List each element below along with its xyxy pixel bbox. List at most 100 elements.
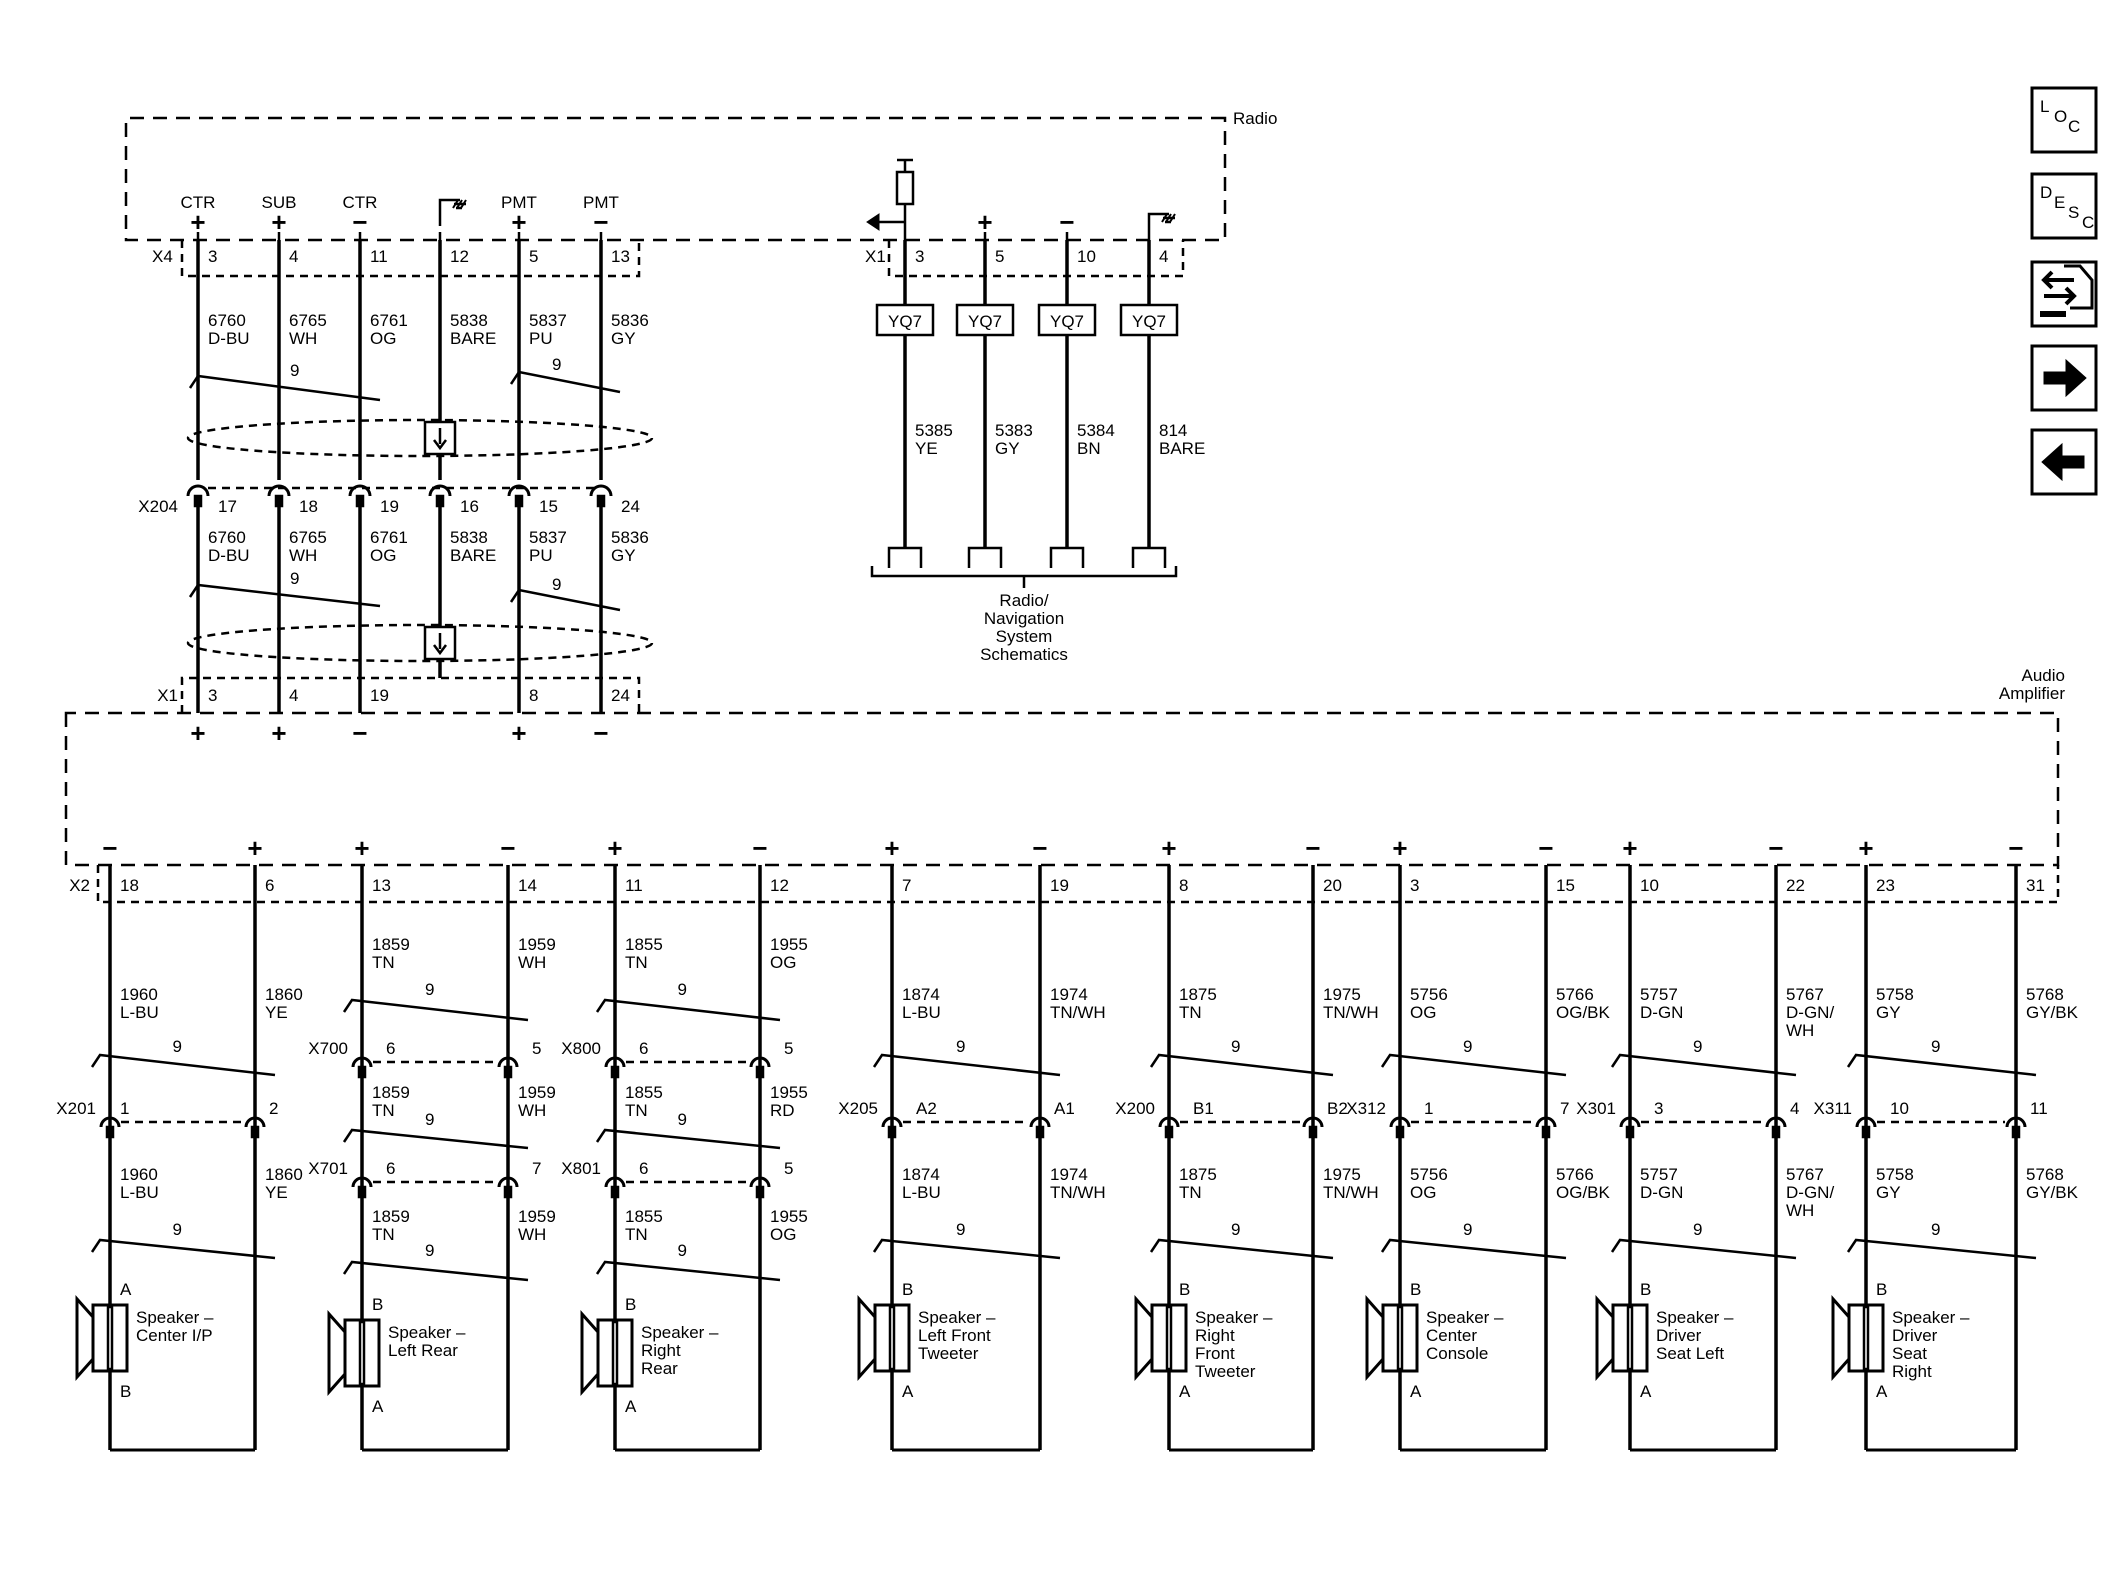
connector-pin-symbol: [1619, 1116, 1641, 1128]
twist-count: 9: [290, 361, 299, 380]
circuit-number: 1960: [120, 985, 158, 1004]
connector-pin-symbol: [348, 484, 372, 497]
connector-name: X312: [1346, 1099, 1386, 1118]
minus-sign: −: [352, 207, 367, 237]
twist-count: 9: [1931, 1220, 1940, 1239]
wire-color: WH: [289, 329, 317, 348]
connector-pin-number: 19: [370, 686, 389, 705]
connector-pin-number: 24: [621, 497, 640, 516]
wire-color: GY: [611, 546, 636, 565]
twisted-pair-symbol: 9: [595, 1110, 781, 1150]
speaker-name: Driver: [1892, 1326, 1938, 1345]
connector-name: X204: [138, 497, 178, 516]
connector-pin-number: 6: [639, 1039, 648, 1058]
twist-count: 9: [1693, 1220, 1702, 1239]
wire-color: D-GN/: [1786, 1003, 1834, 1022]
wire-color: TN: [372, 953, 395, 972]
twist-count: 9: [956, 1037, 965, 1056]
option-code: YQ7: [968, 312, 1002, 331]
circuit-number: 1955: [770, 1083, 808, 1102]
amplifier-label: Amplifier: [1999, 684, 2065, 703]
speaker-name: Front: [1195, 1344, 1235, 1363]
speaker-name: Seat: [1892, 1344, 1927, 1363]
connector-pin-number: 17: [218, 497, 237, 516]
connector-pin-number: 4: [289, 686, 298, 705]
connector-pin-number: 5: [532, 1039, 541, 1058]
connector-pin-number: 6: [386, 1159, 395, 1178]
icon-letter: L: [2040, 97, 2049, 116]
arrow-icon: [866, 213, 880, 231]
wire-color: TN/WH: [1323, 1183, 1379, 1202]
circuit-number: 5836: [611, 528, 649, 547]
circuit-number: 5757: [1640, 985, 1678, 1004]
connector-pin-symbol: [497, 1176, 519, 1188]
twisted-pair-symbol: 9: [188, 361, 381, 402]
icon-letter: C: [2082, 213, 2094, 232]
speaker-icon: [1831, 1295, 1885, 1381]
option-code: YQ7: [1050, 312, 1084, 331]
connector-pin-symbol: [749, 1176, 771, 1188]
circuit-number: 5768: [2026, 1165, 2064, 1184]
ground-icon: [438, 198, 466, 226]
circuit-number: 1855: [625, 935, 663, 954]
wire-color: TN/WH: [1323, 1003, 1379, 1022]
arrow-right-icon: [2043, 358, 2087, 398]
speaker-name: Speaker –: [1656, 1308, 1734, 1327]
reference-label: Schematics: [980, 645, 1068, 664]
minus-sign: −: [1032, 833, 1047, 863]
previous-page-button[interactable]: [2030, 428, 2098, 496]
connector-pin-symbol: [589, 484, 613, 497]
icon-letter: C: [2068, 117, 2080, 136]
wire-color: TN: [1179, 1183, 1202, 1202]
circuit-number: 1860: [265, 1165, 303, 1184]
wire-color: YE: [265, 1003, 288, 1022]
pin-function-label: CTR: [181, 193, 216, 212]
connector-pin-number: 5: [784, 1039, 793, 1058]
wire-color: OG: [770, 1225, 796, 1244]
connector-pin-number: B1: [1193, 1099, 1214, 1118]
minus-sign: −: [593, 718, 608, 748]
wire-color: OG: [1410, 1003, 1436, 1022]
icon-letter: D: [2040, 183, 2052, 202]
plus-sign: +: [271, 718, 286, 748]
twisted-pair-symbol: 9: [595, 1241, 781, 1282]
next-page-button[interactable]: [2030, 344, 2098, 412]
wire-color: TN: [625, 953, 648, 972]
wire-color-cont: WH: [1786, 1021, 1814, 1040]
wire-color: OG: [370, 329, 396, 348]
speaker-terminal: B: [902, 1280, 913, 1299]
connector-pin-number: 8: [529, 686, 538, 705]
wire-color: WH: [518, 953, 546, 972]
circuit-number: 5758: [1876, 985, 1914, 1004]
wire-color: RD: [770, 1101, 795, 1120]
connector-pin-number: 5: [529, 247, 538, 266]
circuit-number: 5758: [1876, 1165, 1914, 1184]
twisted-pair-symbol: 9: [90, 1037, 276, 1077]
circuit-number: 1959: [518, 935, 556, 954]
connector-name: X205: [838, 1099, 878, 1118]
wire-color: WH: [518, 1225, 546, 1244]
loc-button[interactable]: LOC: [2030, 86, 2098, 154]
connector-pin-number: 16: [460, 497, 479, 516]
plus-sign: +: [1392, 833, 1407, 863]
circuit-number: 1974: [1050, 985, 1088, 1004]
plus-sign: +: [354, 833, 369, 863]
connector-views-button[interactable]: [2030, 260, 2098, 328]
radio-module: RadioX4CTR+36760D-BUSUB+46765WHCTR−11676…: [124, 109, 1277, 664]
connector-pin-number: 14: [518, 876, 537, 895]
connector-name: X311: [1814, 1099, 1852, 1118]
